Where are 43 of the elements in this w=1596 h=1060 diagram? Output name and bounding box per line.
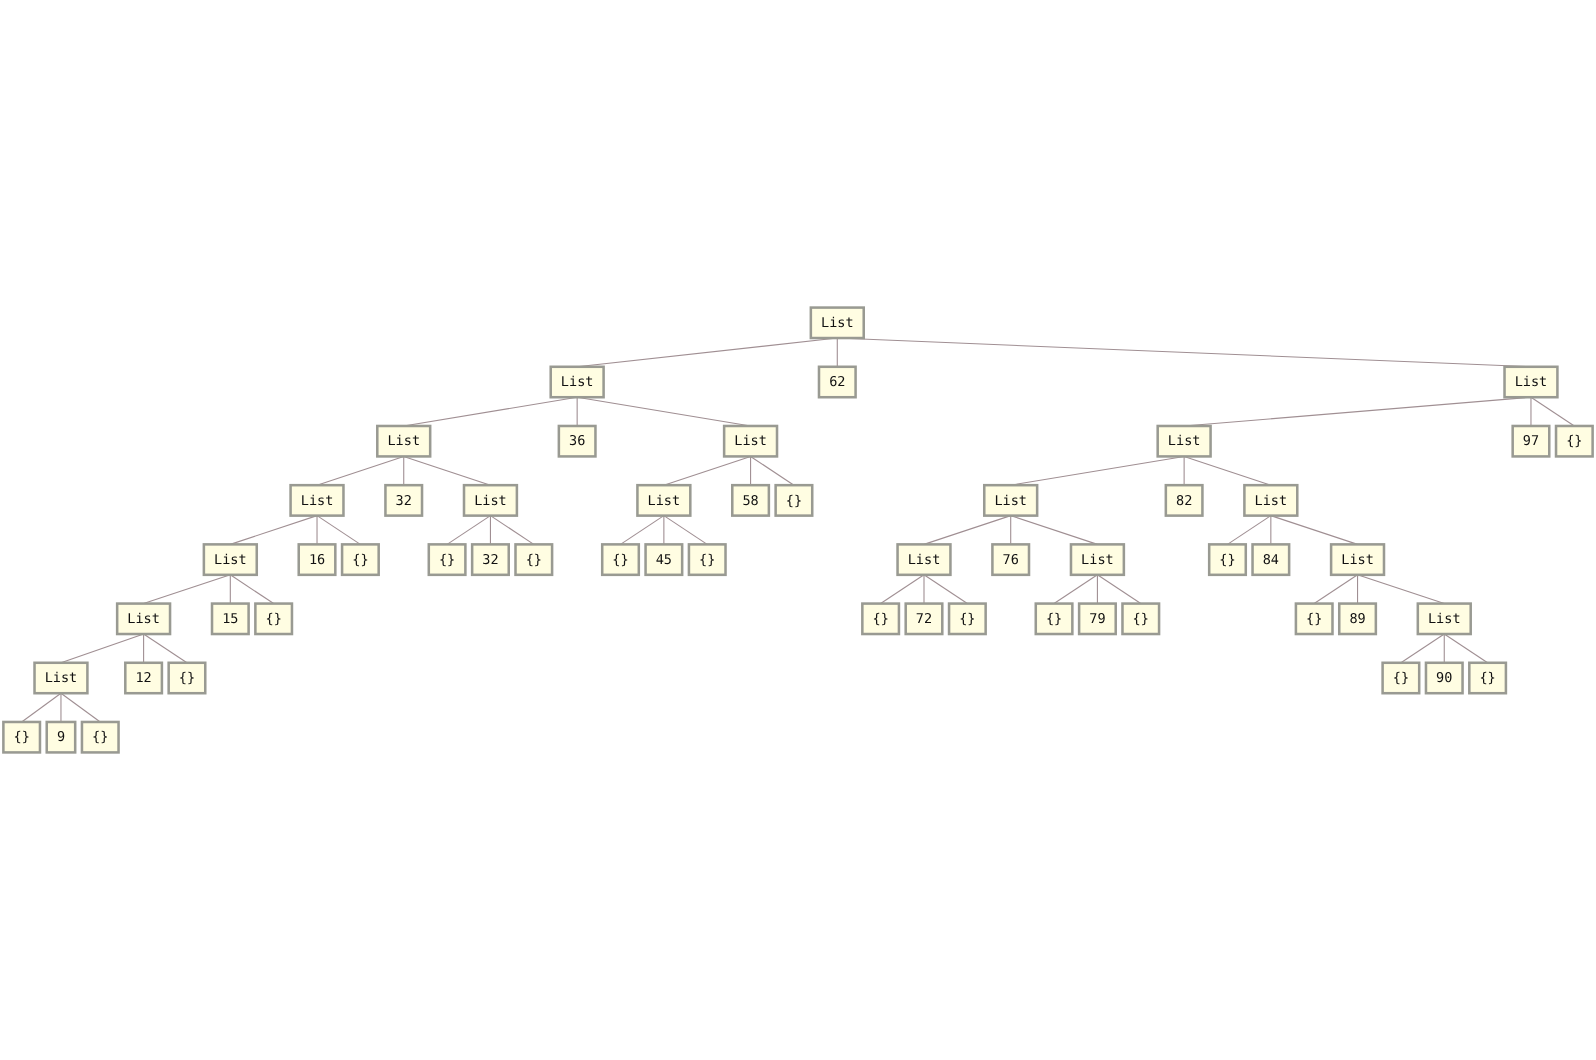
connector (229, 574, 275, 605)
connector (1010, 515, 1098, 545)
connector (489, 515, 535, 545)
connector (60, 692, 62, 723)
connector (750, 455, 752, 486)
connector (923, 574, 925, 605)
connector (576, 396, 578, 427)
connector (1096, 574, 1098, 605)
connector (229, 574, 231, 605)
connector (1530, 396, 1575, 427)
connector (663, 515, 708, 545)
connector (923, 515, 1012, 545)
connector (21, 692, 62, 723)
connector (1183, 455, 1185, 486)
connector (1443, 633, 1489, 664)
connector (1053, 574, 1098, 605)
connector (143, 633, 188, 664)
connector (316, 515, 361, 545)
connector (663, 515, 665, 545)
connector (446, 515, 491, 545)
connector (1313, 574, 1359, 605)
connector (1270, 515, 1272, 545)
connector (1357, 574, 1359, 605)
connector (750, 455, 795, 486)
connector (1443, 633, 1445, 664)
connector (663, 455, 752, 486)
connector (143, 633, 145, 664)
connector (403, 455, 405, 486)
connector (316, 515, 318, 545)
connector (1010, 515, 1012, 545)
connector (489, 515, 491, 545)
connector (1183, 455, 1272, 486)
connector (1226, 515, 1272, 545)
connector (923, 574, 968, 605)
connector (60, 692, 101, 723)
connector (836, 337, 838, 368)
connector (403, 455, 491, 486)
connector (619, 515, 665, 545)
connector (1530, 396, 1532, 427)
connector (880, 574, 925, 605)
connector (1400, 633, 1445, 664)
connector (316, 455, 405, 486)
connector (1096, 574, 1142, 605)
